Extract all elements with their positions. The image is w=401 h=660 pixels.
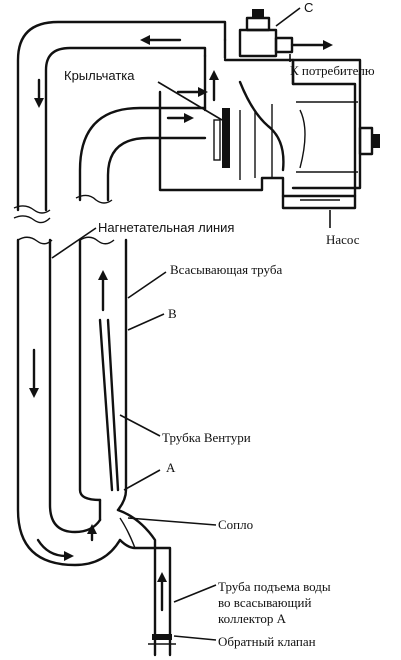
label-lift-line-1: Труба подъема воды bbox=[218, 579, 331, 594]
label-venturi: Трубка Вентури bbox=[162, 430, 251, 445]
label-a: A bbox=[166, 460, 176, 475]
label-check-valve: Обратный клапан bbox=[218, 634, 316, 649]
label-lift-line-2: во всасывающий bbox=[218, 595, 311, 610]
label-pressure-line: Нагнетательная линия bbox=[98, 220, 234, 235]
label-impeller: Крыльчатка bbox=[64, 68, 135, 83]
top-pipe bbox=[13, 20, 227, 224]
labels: C К потребителю Крыльчатка Нагнетательна… bbox=[64, 0, 375, 649]
suction-elbow bbox=[75, 106, 207, 204]
label-b: B bbox=[168, 306, 177, 321]
label-lift-line-3: коллектор A bbox=[218, 611, 287, 626]
lower-assembly bbox=[16, 236, 176, 657]
leader-lines bbox=[51, 7, 331, 641]
label-pump: Насос bbox=[326, 232, 360, 247]
pump-housing bbox=[158, 9, 380, 210]
flow-arrows bbox=[29, 35, 333, 612]
label-to-consumer: К потребителю bbox=[290, 63, 375, 78]
label-nozzle: Сопло bbox=[218, 517, 253, 532]
label-c: C bbox=[304, 0, 313, 15]
label-suction-pipe: Всасывающая труба bbox=[170, 262, 282, 277]
